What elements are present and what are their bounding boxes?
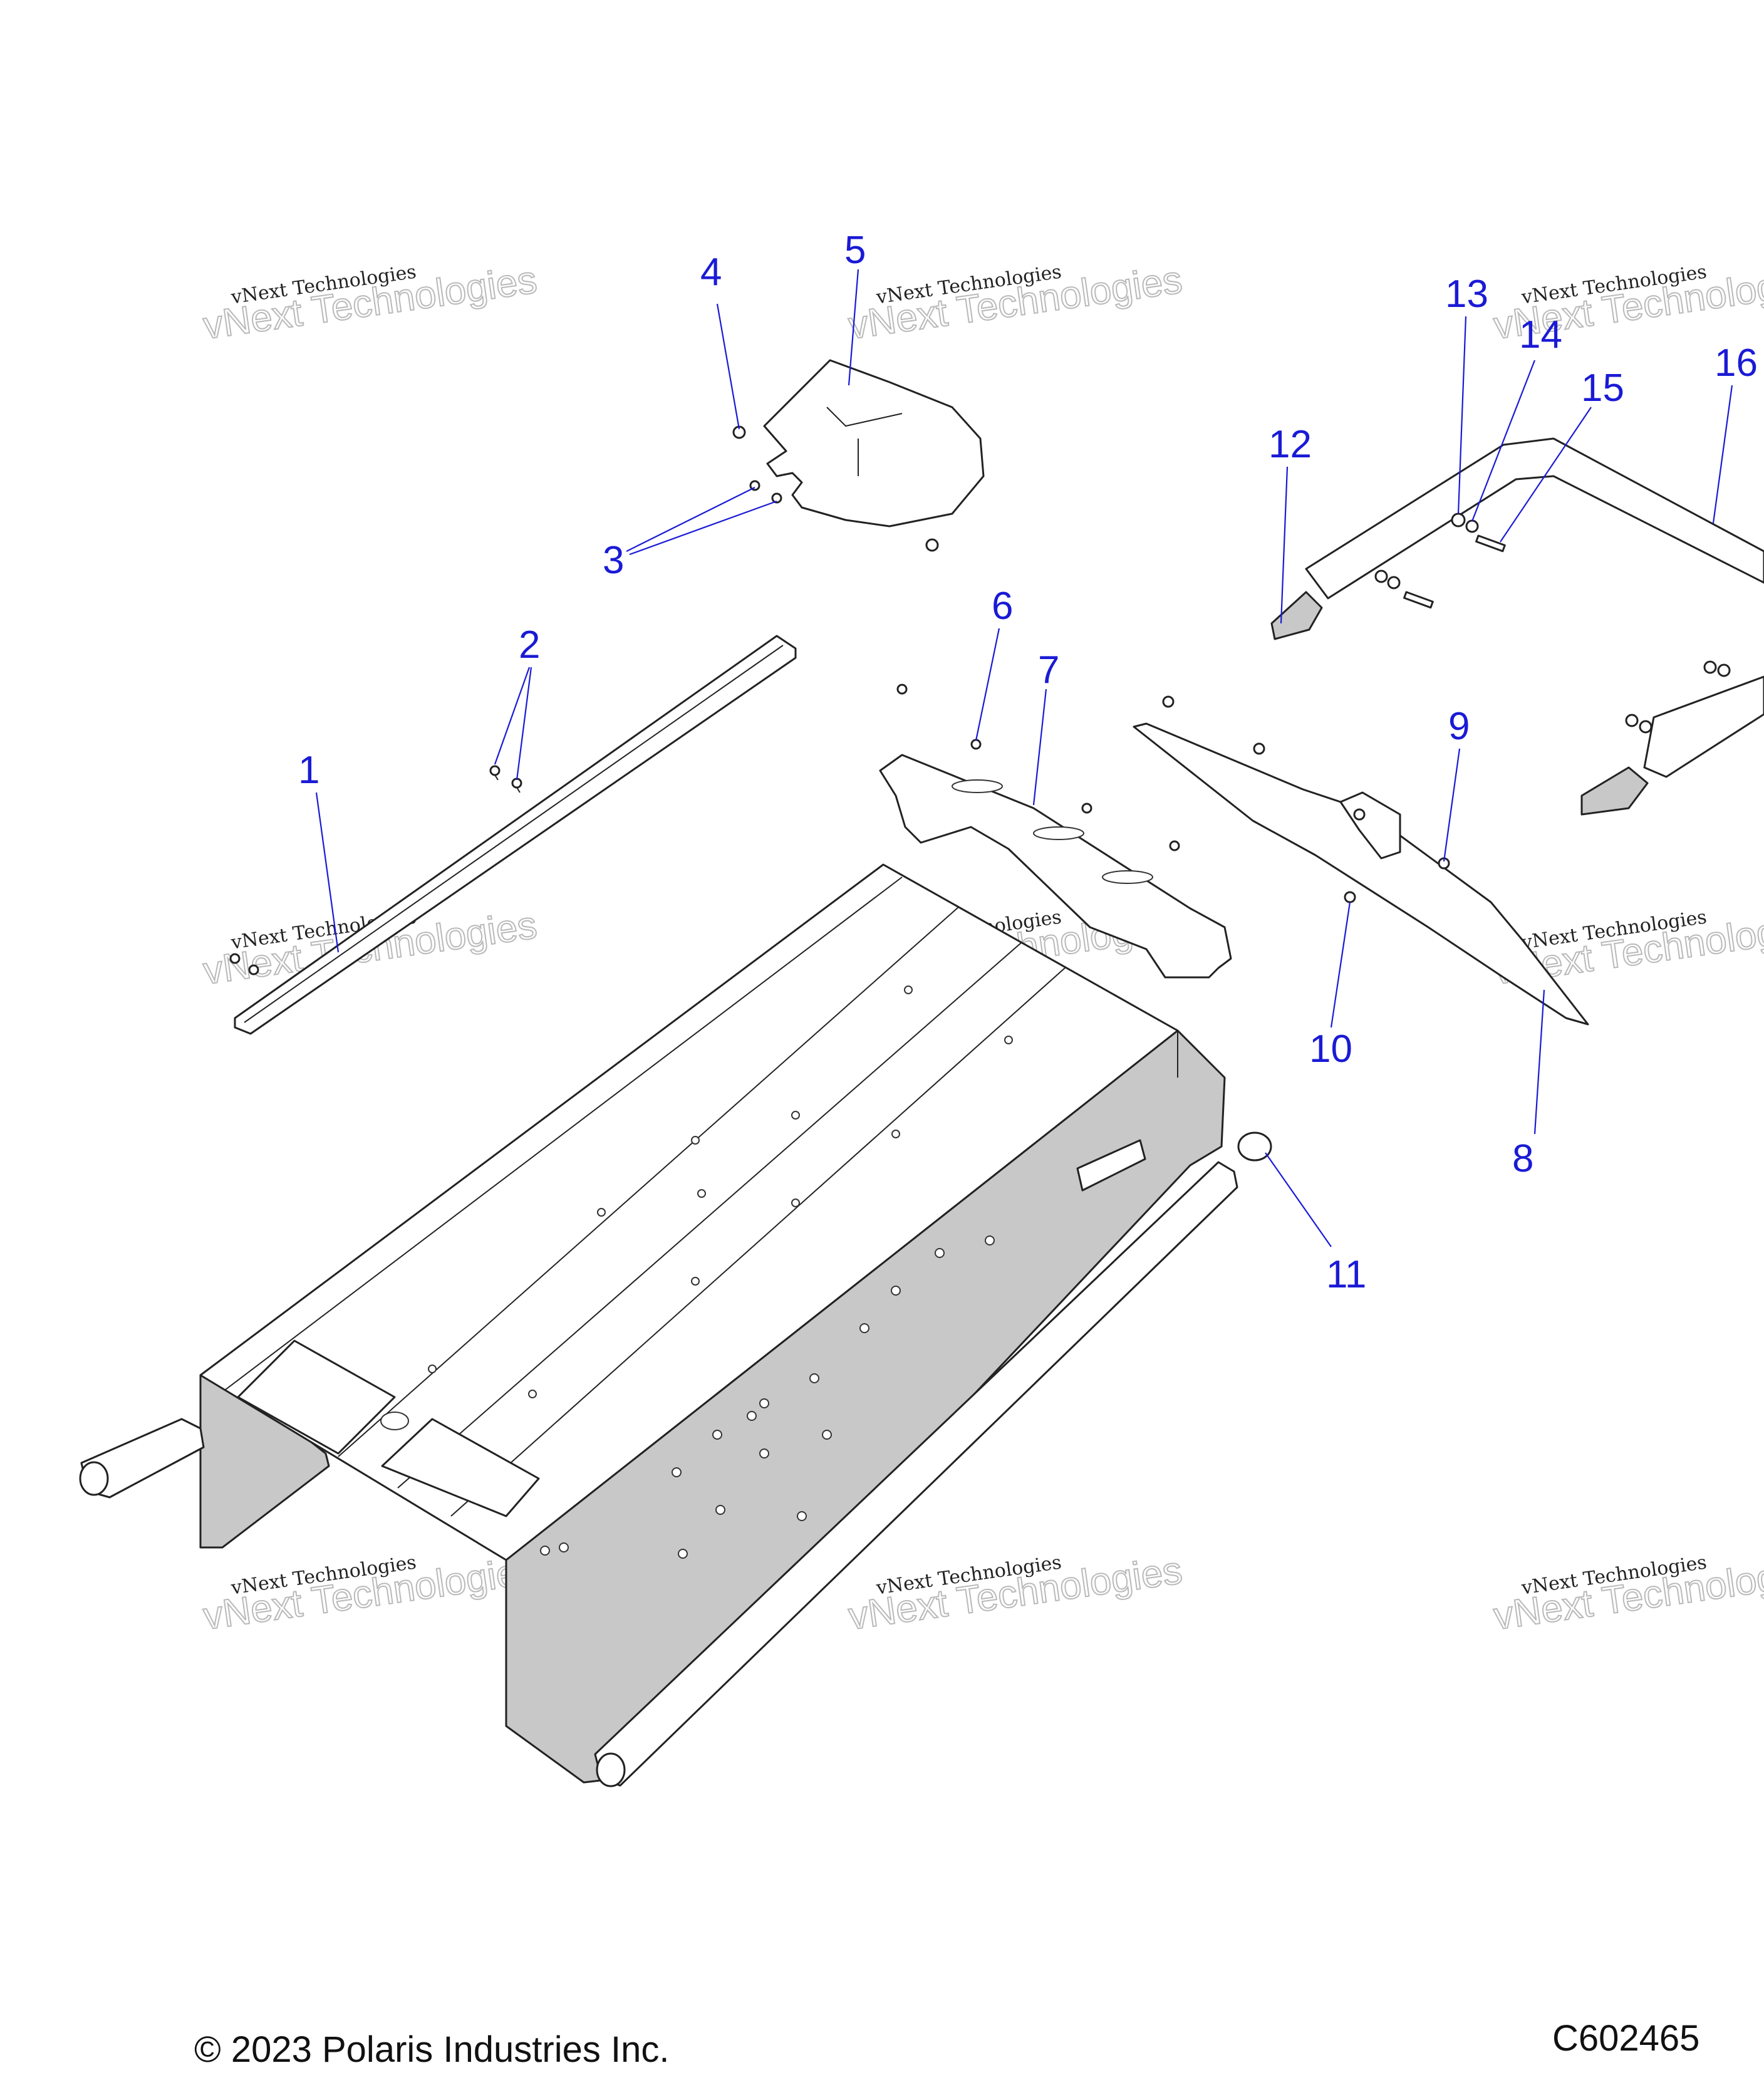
- watermark: vNext Technologies vNext Technologies: [200, 257, 540, 348]
- figure-id: C602465: [1552, 2018, 1700, 2059]
- part-16-tube-frame: [1270, 437, 1764, 816]
- watermark: vNext Technologies vNext Technologies: [200, 1548, 540, 1639]
- part-12-bumper: [1580, 766, 1649, 816]
- watermark: vNext Technologies vNext Technologies: [845, 257, 1185, 348]
- floor-holes: [428, 985, 1013, 1398]
- front-flange: [381, 1418, 540, 1517]
- callout-5: 5: [844, 229, 866, 272]
- callout-15: 15: [1581, 367, 1624, 410]
- callout-10: 10: [1309, 1027, 1352, 1071]
- callout-14: 14: [1519, 313, 1562, 356]
- callout-labels: 1 2 3 4 5 6 7 8 9 10 11 12 13 14 15 16: [298, 229, 1758, 1296]
- side-wall-holes: [540, 1235, 995, 1559]
- callout-16: 16: [1715, 341, 1758, 385]
- callout-6: 6: [992, 585, 1013, 628]
- front-flange: [237, 1339, 396, 1455]
- callout-11: 11: [1326, 1253, 1366, 1296]
- part-2-screws: [229, 765, 522, 975]
- watermark: vNext Technologies vNext Technologies: [1490, 1548, 1764, 1639]
- part-12-bumper: [1270, 591, 1323, 640]
- callout-8: 8: [1512, 1137, 1533, 1180]
- cargo-box-assembly: [79, 863, 1238, 1787]
- leader-lines: [315, 269, 1733, 1247]
- callout-12: 12: [1269, 423, 1312, 466]
- callout-1: 1: [298, 749, 319, 792]
- callout-2: 2: [519, 623, 540, 667]
- callout-13: 13: [1445, 273, 1488, 316]
- callout-7: 7: [1038, 648, 1059, 692]
- copyright-notice: © 2023 Polaris Industries Inc.: [194, 2029, 670, 2070]
- callout-9: 9: [1448, 705, 1470, 748]
- watermark: vNext Technologies vNext Technologies: [845, 1548, 1185, 1639]
- part-11-plug: [1237, 1131, 1272, 1162]
- callout-3: 3: [603, 539, 624, 582]
- part-8-bracket: [1133, 695, 1589, 1026]
- part-5-heat-shield: [732, 359, 985, 552]
- callout-4: 4: [700, 251, 722, 294]
- part-7-bracket: [879, 684, 1232, 979]
